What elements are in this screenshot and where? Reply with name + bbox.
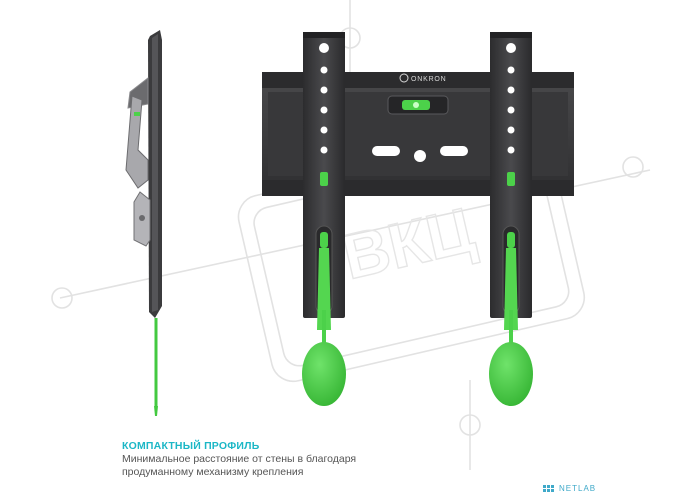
mount-arm-right (489, 32, 533, 406)
netlab-logo: NETLAB (543, 484, 596, 493)
caption-line-1: Минимальное расстояние от стены в благод… (122, 453, 357, 465)
mount-arm-left (302, 32, 346, 406)
caption-title: КОМПАКТНЫЙ ПРОФИЛЬ (122, 440, 260, 452)
mount-side-profile (125, 30, 162, 416)
brand-logo-text: ONKRON (411, 76, 447, 83)
netlab-logo-text: NETLAB (559, 484, 597, 493)
netlab-grid-icon (543, 484, 555, 493)
feature-caption: КОМПАКТНЫЙ ПРОФИЛЬ Минимальное расстояни… (122, 440, 452, 479)
watermark-text: ВКЦ (336, 193, 481, 293)
caption-line-2: продуманному механизму крепления (122, 466, 304, 478)
